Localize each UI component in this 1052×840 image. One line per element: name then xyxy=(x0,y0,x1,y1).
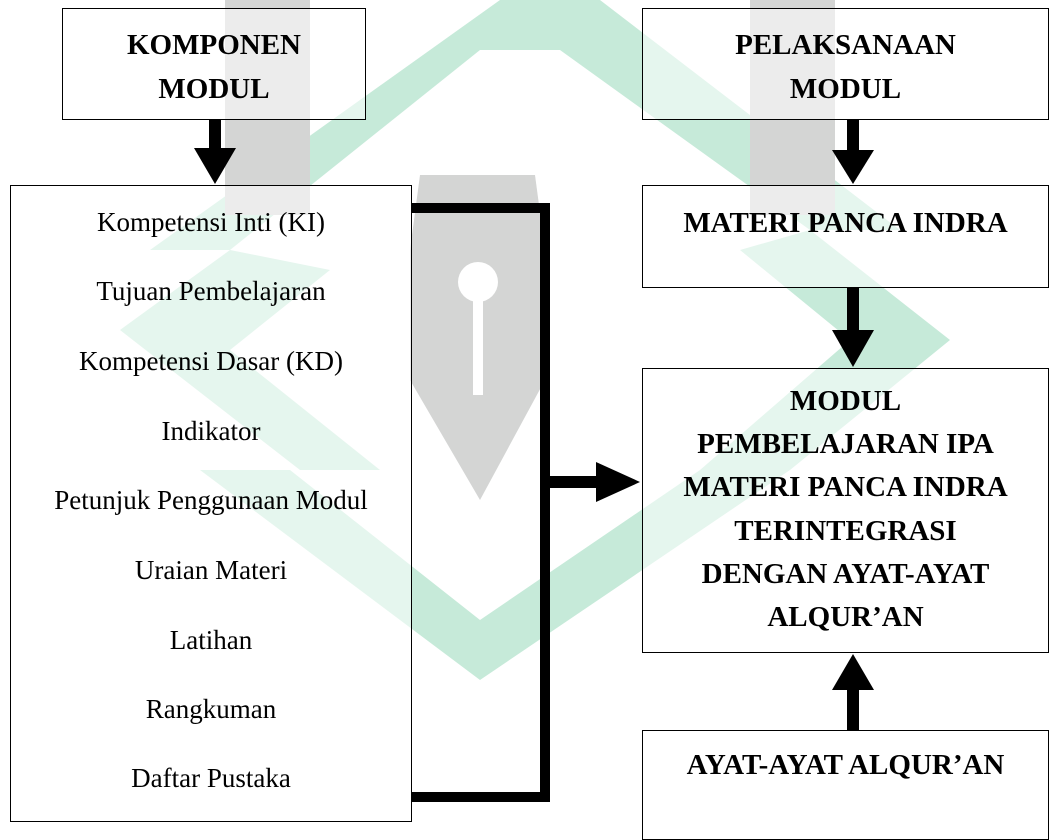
materi-title: MATERI PANCA INDRA xyxy=(683,207,1008,239)
modul-line: DENGAN AYAT-AYAT xyxy=(701,558,990,590)
arrow-bracket-to-modul xyxy=(545,462,640,502)
bracket-connector xyxy=(412,203,550,802)
list-item: Indikator xyxy=(161,416,261,446)
pelaksanaan-modul-box: PELAKSANAAN MODUL xyxy=(642,8,1049,120)
components-list-box: Kompetensi Inti (KI) Tujuan Pembelajaran… xyxy=(10,185,412,822)
komponen-title-line1: KOMPONEN xyxy=(127,29,301,61)
modul-line: TERINTEGRASI xyxy=(734,515,957,547)
list-item: Petunjuk Penggunaan Modul xyxy=(54,485,368,515)
modul-line: ALQUR’AN xyxy=(767,601,924,633)
arrow-komponen-to-list xyxy=(194,120,236,184)
modul-line: MATERI PANCA INDRA xyxy=(683,471,1008,503)
list-item: Kompetensi Dasar (KD) xyxy=(79,346,343,376)
komponen-modul-box: KOMPONEN MODUL xyxy=(62,8,366,120)
modul-line: MODUL xyxy=(789,385,902,417)
pelaksanaan-title-line2: MODUL xyxy=(789,73,902,105)
modul-line: PEMBELAJARAN IPA xyxy=(697,428,994,460)
list-item: Uraian Materi xyxy=(134,555,288,585)
watermark-pen-nib xyxy=(458,262,498,395)
komponen-title-line2: MODUL xyxy=(158,73,270,105)
modul-pembelajaran-box: MODUL PEMBELAJARAN IPA MATERI PANCA INDR… xyxy=(642,368,1049,653)
list-item: Daftar Pustaka xyxy=(131,763,291,793)
list-item: Kompetensi Inti (KI) xyxy=(97,207,325,237)
arrow-ayat-to-modul xyxy=(832,654,874,730)
list-item: Tujuan Pembelajaran xyxy=(96,276,326,306)
materi-panca-indra-box: MATERI PANCA INDRA xyxy=(642,185,1049,288)
list-item: Latihan xyxy=(169,625,253,655)
list-item: Rangkuman xyxy=(145,694,277,724)
arrow-pelaksanaan-to-materi xyxy=(832,120,874,184)
ayat-alquran-box: AYAT-AYAT ALQUR’AN xyxy=(642,730,1049,840)
pelaksanaan-title-line1: PELAKSANAAN xyxy=(735,29,956,61)
arrow-materi-to-modul xyxy=(832,288,874,367)
ayat-title: AYAT-AYAT ALQUR’AN xyxy=(686,749,1005,781)
